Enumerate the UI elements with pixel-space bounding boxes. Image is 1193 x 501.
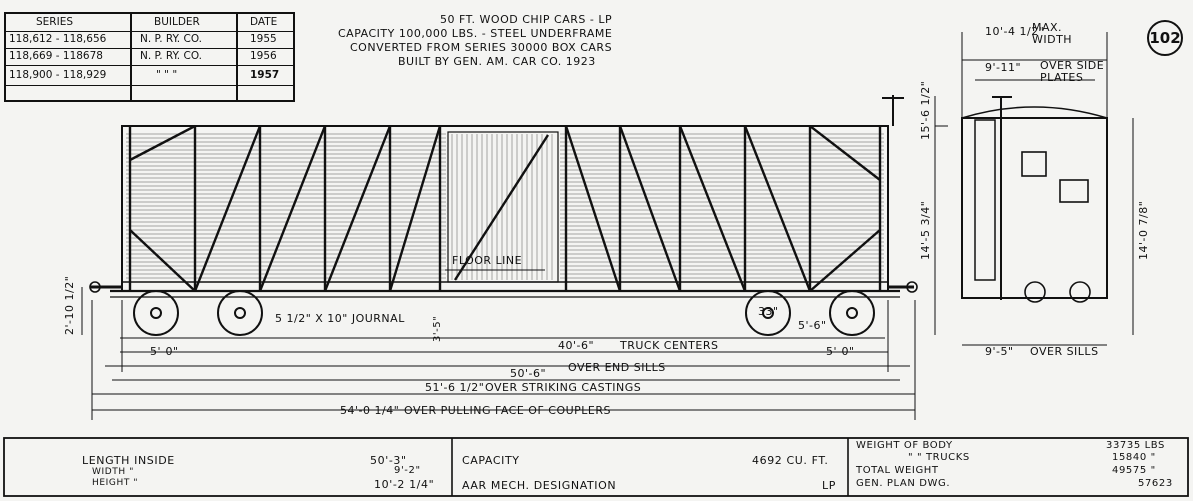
spec-plan-value: 57623 [1138, 478, 1173, 489]
spec-body-weight-value: 33735 LBS [1106, 440, 1165, 451]
truck-centers-label: TRUCK CENTERS [620, 339, 719, 352]
coupler-right [906, 281, 918, 293]
spec-block-frame [3, 437, 1189, 497]
brace [129, 229, 196, 292]
car-side-boards [126, 133, 884, 280]
date-header: DATE [250, 16, 278, 28]
spec-height-value: 10'-2 1/4" [374, 478, 435, 491]
max-width-dim: 10'-4 1/2" [985, 25, 1045, 38]
wheel [217, 290, 263, 336]
wheel [745, 290, 791, 336]
wheel [133, 290, 179, 336]
series-header: SERIES [36, 16, 73, 28]
spec-aar-value: LP [822, 479, 836, 492]
brace [809, 125, 881, 181]
spec-plan-label: GEN. PLAN DWG. [856, 478, 951, 489]
table-row: 118,669 - 118678 N. P. RY. CO. 1956 [6, 48, 293, 66]
wheel-diameter-dim: 33" [758, 305, 779, 318]
wheel-hub [234, 307, 246, 319]
wheel-hub [150, 307, 162, 319]
spec-length-label: LENGTH INSIDE [82, 454, 175, 467]
spec-total-weight-value: 49575 " [1112, 465, 1156, 476]
over-sills-dim: 9'-5" [985, 345, 1014, 358]
spec-width-label: WIDTH " [92, 467, 134, 477]
spec-total-weight-label: TOTAL WEIGHT [856, 465, 939, 476]
journal-label: 5 1/2" X 10" JOURNAL [275, 312, 405, 325]
series-header-row: SERIES BUILDER DATE [6, 14, 293, 32]
brace [193, 125, 262, 292]
car-side-body [110, 125, 900, 298]
coupler-left [89, 281, 101, 293]
dimension-lines [81, 32, 1134, 420]
car-end-view [961, 96, 1108, 303]
brace [388, 125, 442, 292]
striking-castings-dim: 51'-6 1/2" [425, 381, 485, 394]
pulling-face-label: OVER PULLING FACE OF COUPLERS [404, 404, 611, 417]
builder-cell: " " " [156, 69, 178, 81]
brace [678, 125, 747, 292]
spec-aar-label: AAR MECH. DESIGNATION [462, 479, 617, 492]
brace [129, 124, 196, 162]
side-plates-label: OVER SIDE PLATES [1040, 59, 1105, 84]
car-side-braces [128, 124, 882, 292]
height-top-dim: 15'-6 1/2" [919, 80, 932, 140]
series-cell: 118,669 - 118678 [9, 50, 103, 62]
end-sills-label: OVER END SILLS [568, 361, 666, 374]
title-line-3: CONVERTED FROM SERIES 30000 BOX CARS [350, 41, 613, 54]
title-line-4: BUILT BY GEN. AM. CAR CO. 1923 [398, 55, 596, 68]
wheel-base-right-dim: 5'-0" [826, 345, 855, 358]
truck-centers-dim: 40'-6" [558, 339, 595, 352]
series-cell: 118,900 - 118,929 [9, 69, 107, 81]
title-line-2: CAPACITY 100,000 LBS. - STEEL UNDERFRAME [338, 27, 613, 40]
max-width-label: MAX. WIDTH [1032, 21, 1073, 46]
spec-capacity-value: 4692 CU. FT. [752, 454, 829, 467]
brace [323, 125, 392, 292]
table-row: 118,900 - 118,929 " " " 1957 [6, 65, 293, 86]
spec-height-label: HEIGHT " [92, 478, 139, 488]
series-table: SERIES BUILDER DATE 118,612 - 118,656 N.… [4, 12, 295, 102]
pulling-face-dim: 54'-0 1/4" [340, 404, 400, 417]
spec-length-value: 50'-3" [370, 454, 407, 467]
wheel-base-small-dim: 5'-6" [798, 319, 827, 332]
brace [564, 125, 622, 292]
brace [618, 125, 682, 292]
builder-cell: N. P. RY. CO. [140, 33, 202, 45]
series-cell: 118,612 - 118,656 [9, 33, 107, 45]
brace [453, 134, 550, 281]
brace [258, 125, 327, 292]
height-end-dim: 14'-0 7/8" [1137, 200, 1150, 260]
journal-height-dim: 3'-5" [432, 315, 443, 342]
spec-trucks-label: " " TRUCKS [908, 452, 970, 463]
wheel-base-left-dim: 5'-0" [150, 345, 179, 358]
brace [809, 229, 881, 292]
height-eave-dim: 14'-5 3/4" [919, 200, 932, 260]
date-cell: 1956 [250, 50, 277, 62]
side-plates-dim: 9'-11" [985, 61, 1022, 74]
spec-trucks-value: 15840 " [1112, 452, 1156, 463]
wheel [829, 290, 875, 336]
table-row: 118,612 - 118,656 N. P. RY. CO. 1955 [6, 31, 293, 49]
end-sills-dim: 50'-6" [510, 367, 547, 380]
date-cell: 1957 [250, 69, 280, 81]
title-line-1: 50 FT. WOOD CHIP CARS - LP [440, 13, 613, 26]
spec-body-weight-label: WEIGHT OF BODY [856, 440, 953, 451]
sheet-number-badge: 102 [1147, 20, 1183, 56]
builder-header: BUILDER [154, 16, 200, 28]
over-sills-label: OVER SILLS [1030, 345, 1099, 358]
wheels [133, 290, 875, 336]
spec-capacity-label: CAPACITY [462, 454, 520, 467]
floor-line-label: FLOOR LINE [452, 254, 523, 267]
brace [743, 125, 812, 292]
spec-width-value: 9'-2" [394, 465, 421, 476]
date-cell: 1955 [250, 33, 277, 45]
coupler-height-dim: 2'-10 1/2" [63, 275, 76, 335]
builder-cell: N. P. RY. CO. [140, 50, 202, 62]
wheel-hub [846, 307, 858, 319]
striking-castings-label: OVER STRIKING CASTINGS [485, 381, 642, 394]
wheel-hub [762, 307, 774, 319]
